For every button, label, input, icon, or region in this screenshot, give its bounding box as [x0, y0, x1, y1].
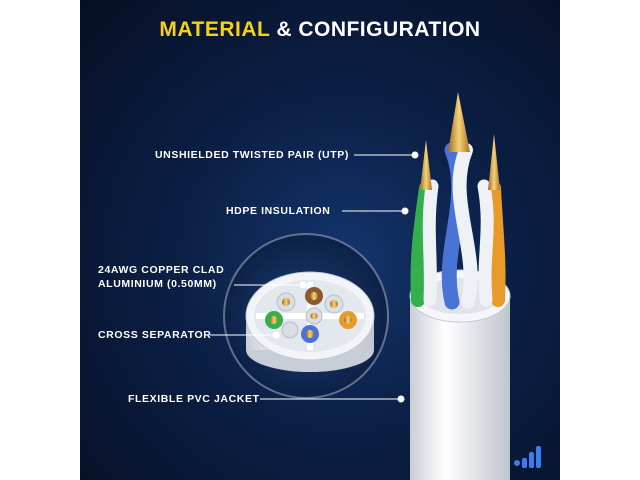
main-cable	[409, 92, 511, 480]
brand-logo-icon	[514, 446, 541, 468]
title-rest: & CONFIGURATION	[276, 18, 481, 41]
cross-section-zoom	[223, 233, 389, 399]
cable-illustration	[210, 92, 511, 480]
label-hdpe: HDPE INSULATION	[226, 205, 331, 217]
product-infographic: MATERIAL & CONFIGURATION	[80, 0, 560, 480]
label-copper-line1: 24AWG COPPER CLAD	[98, 264, 225, 276]
label-utp: UNSHIELDED TWISTED PAIR (UTP)	[155, 149, 349, 161]
label-separator: CROSS SEPARATOR	[98, 329, 212, 341]
page-title: MATERIAL & CONFIGURATION	[80, 18, 560, 42]
label-copper-line2: ALUMINIUM (0.50MM)	[98, 278, 217, 290]
leader-lines	[210, 151, 419, 403]
label-jacket: FLEXIBLE PVC JACKET	[128, 393, 260, 405]
label-copper: 24AWG COPPER CLAD ALUMINIUM (0.50MM)	[98, 263, 224, 291]
title-highlight: MATERIAL	[159, 18, 270, 41]
